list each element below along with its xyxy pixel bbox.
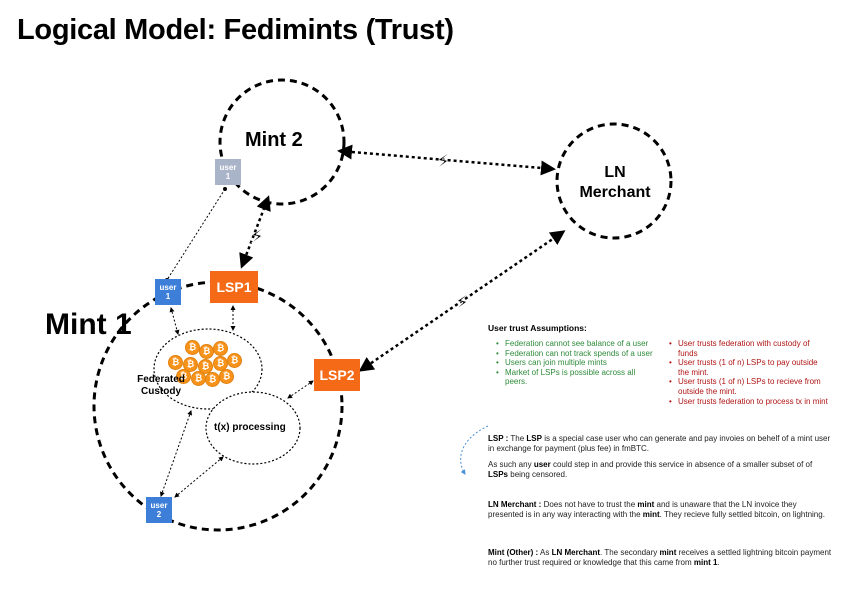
mint2-label: Mint 2 bbox=[245, 129, 303, 151]
text: Does not have to trust the bbox=[541, 500, 638, 509]
list-item: Federation cannot see balance of a user bbox=[495, 339, 653, 349]
list-item: User trusts federation with custody of f… bbox=[668, 339, 828, 358]
list-item: User trusts (1 of n) LSPs to recieve fro… bbox=[668, 377, 828, 396]
bitcoin-icon: ₿ bbox=[198, 359, 213, 374]
ln-merchant-label-line1: LN bbox=[604, 164, 626, 181]
ln-merchant-label-line2: Merchant bbox=[579, 184, 651, 201]
lsp1-mint2-link bbox=[239, 195, 271, 269]
list-item: Federation can not track spends of a use… bbox=[495, 349, 653, 359]
text: and is unaware that the LN invoice they … bbox=[488, 500, 797, 519]
list-item: User trusts federation to process tx in … bbox=[668, 397, 828, 407]
lsp1-box: LSP1 bbox=[210, 271, 258, 303]
bitcoin-icon: ₿ bbox=[227, 353, 242, 368]
hint-arrow bbox=[460, 425, 489, 475]
text: . The secondary bbox=[600, 548, 660, 557]
user2-tx-link bbox=[174, 456, 224, 498]
term: mint 1 bbox=[693, 558, 718, 567]
lsp2-tx-link bbox=[287, 380, 314, 399]
bitcoin-icon: ₿ bbox=[199, 344, 214, 359]
text: . They recieve fully settled bitcoin, on… bbox=[659, 510, 825, 519]
federated-custody-line2: Custody bbox=[141, 386, 181, 397]
ln-merchant-description: LN Merchant : Does not have to trust the… bbox=[488, 500, 833, 520]
term: LSP bbox=[526, 434, 542, 443]
term: LSP : bbox=[488, 434, 509, 443]
assumptions-negative-list: User trusts federation with custody of f… bbox=[668, 339, 828, 406]
term: mint bbox=[659, 548, 677, 557]
term: LN Merchant : bbox=[488, 500, 542, 509]
bitcoin-icon: ₿ bbox=[185, 340, 200, 355]
user1-mint2-box: user 1 bbox=[215, 159, 241, 185]
user-number: 1 bbox=[225, 172, 231, 181]
bitcoin-icon: ₿ bbox=[168, 355, 183, 370]
mint-other-description: Mint (Other) : As LN Merchant. The secon… bbox=[488, 548, 833, 568]
mint1-label: Mint 1 bbox=[45, 308, 132, 341]
lsp2-ln-link bbox=[358, 230, 566, 372]
text: receives a settled lightning bitcoin pay… bbox=[488, 548, 832, 567]
term: mint bbox=[642, 510, 660, 519]
bitcoin-icon: ₿ bbox=[213, 341, 228, 356]
assumptions-heading: User trust Assumptions: bbox=[488, 323, 587, 333]
lsp-description-2: As such any user could step in and provi… bbox=[488, 460, 833, 480]
user1m2-user1m1-link bbox=[165, 187, 227, 282]
user-label: user bbox=[159, 283, 177, 292]
text: The bbox=[508, 434, 527, 443]
bitcoin-icon: ₿ bbox=[205, 372, 220, 387]
user-number: 1 bbox=[165, 292, 171, 301]
user2-custody-link bbox=[159, 410, 193, 497]
bitcoin-icon: ₿ bbox=[219, 369, 234, 384]
tx-processing-circle bbox=[205, 391, 301, 465]
ln-merchant-circle bbox=[555, 122, 673, 240]
lsp2-box: LSP2 bbox=[314, 359, 360, 391]
text: being censored. bbox=[508, 470, 568, 479]
term: user bbox=[533, 460, 551, 469]
text: . bbox=[717, 558, 720, 567]
lsp-description: LSP : The LSP is a special case user who… bbox=[488, 434, 833, 454]
user1-mint1-box: user 1 bbox=[155, 279, 181, 305]
term: LN Merchant bbox=[551, 548, 601, 557]
list-item: User trusts (1 of n) LSPs to pay outside… bbox=[668, 358, 828, 377]
user2-mint1-box: user 2 bbox=[146, 497, 172, 523]
lightning-icon: ⚡ bbox=[455, 290, 469, 314]
user1-custody-link bbox=[169, 307, 180, 335]
term: Mint (Other) : bbox=[488, 548, 539, 557]
text: As bbox=[538, 548, 552, 557]
federated-custody-line1: Federated bbox=[137, 374, 185, 385]
bitcoin-icon: ₿ bbox=[191, 371, 206, 386]
mint1-circle bbox=[92, 280, 344, 532]
ln-merchant-label: LN Merchant bbox=[565, 163, 665, 203]
user-label: user bbox=[150, 501, 168, 510]
tx-processing-label: t(x) processing bbox=[214, 422, 286, 433]
text: is a special case user who can generate … bbox=[488, 434, 831, 453]
user-label: user bbox=[219, 163, 237, 172]
bitcoin-icon: ₿ bbox=[183, 357, 198, 372]
lightning-icon: ⚡ bbox=[436, 149, 450, 173]
user-number: 2 bbox=[156, 510, 162, 519]
term: mint bbox=[637, 500, 655, 509]
text: As such any bbox=[488, 460, 534, 469]
list-item: Users can join multiple mints bbox=[495, 358, 653, 368]
page-title: Logical Model: Fedimints (Trust) bbox=[17, 14, 454, 46]
lightning-icon: ⚡ bbox=[250, 224, 264, 248]
federated-custody-label: Federated Custody bbox=[133, 374, 189, 398]
bitcoin-icon: ₿ bbox=[176, 369, 191, 384]
term: LSPs bbox=[488, 470, 509, 479]
mint2-circle bbox=[218, 78, 346, 206]
text: could step in and provide this service i… bbox=[550, 460, 813, 469]
list-item: Market of LSPs is possible across all pe… bbox=[495, 368, 653, 387]
assumptions-positive-list: Federation cannot see balance of a user … bbox=[495, 339, 653, 387]
